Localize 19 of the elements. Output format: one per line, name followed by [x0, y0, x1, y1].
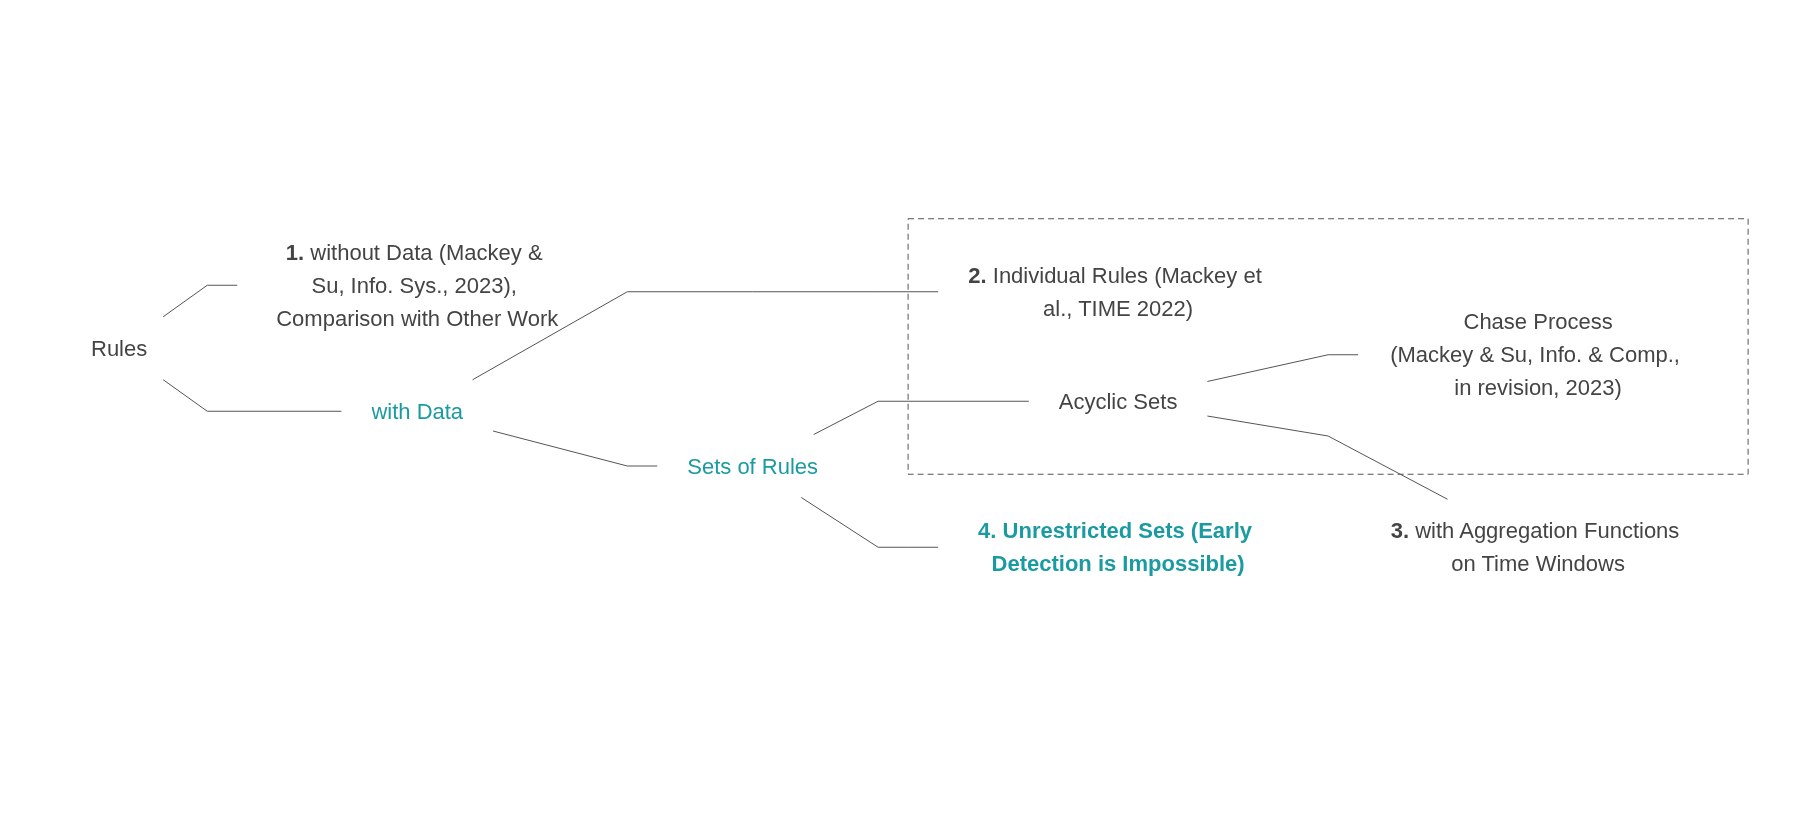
node-text: Acyclic Sets [1059, 388, 1178, 414]
connector [801, 497, 940, 548]
connector [1207, 354, 1360, 382]
connector [163, 379, 343, 412]
connector [1207, 415, 1449, 500]
node-text: Chase Process (Mackey & Su, Info. & Comp., in revision, 2023) [1390, 309, 1681, 401]
node-text: Rules [91, 335, 148, 361]
cluster [908, 218, 1750, 475]
node-label: 2. [968, 262, 988, 288]
node-text: with Data [371, 398, 464, 424]
connector [813, 400, 1030, 435]
connector [472, 291, 940, 381]
node-text: with Aggregation Functions on Time Windows [1415, 518, 1680, 577]
connector [163, 284, 239, 318]
connector [493, 430, 659, 467]
node-label: 3. [1391, 518, 1410, 544]
node-text: Sets of Rules [687, 453, 819, 479]
node-text: Individual Rules (Mackey et al., TIME 2022) [993, 262, 1263, 321]
node-label: 1. [286, 239, 305, 265]
